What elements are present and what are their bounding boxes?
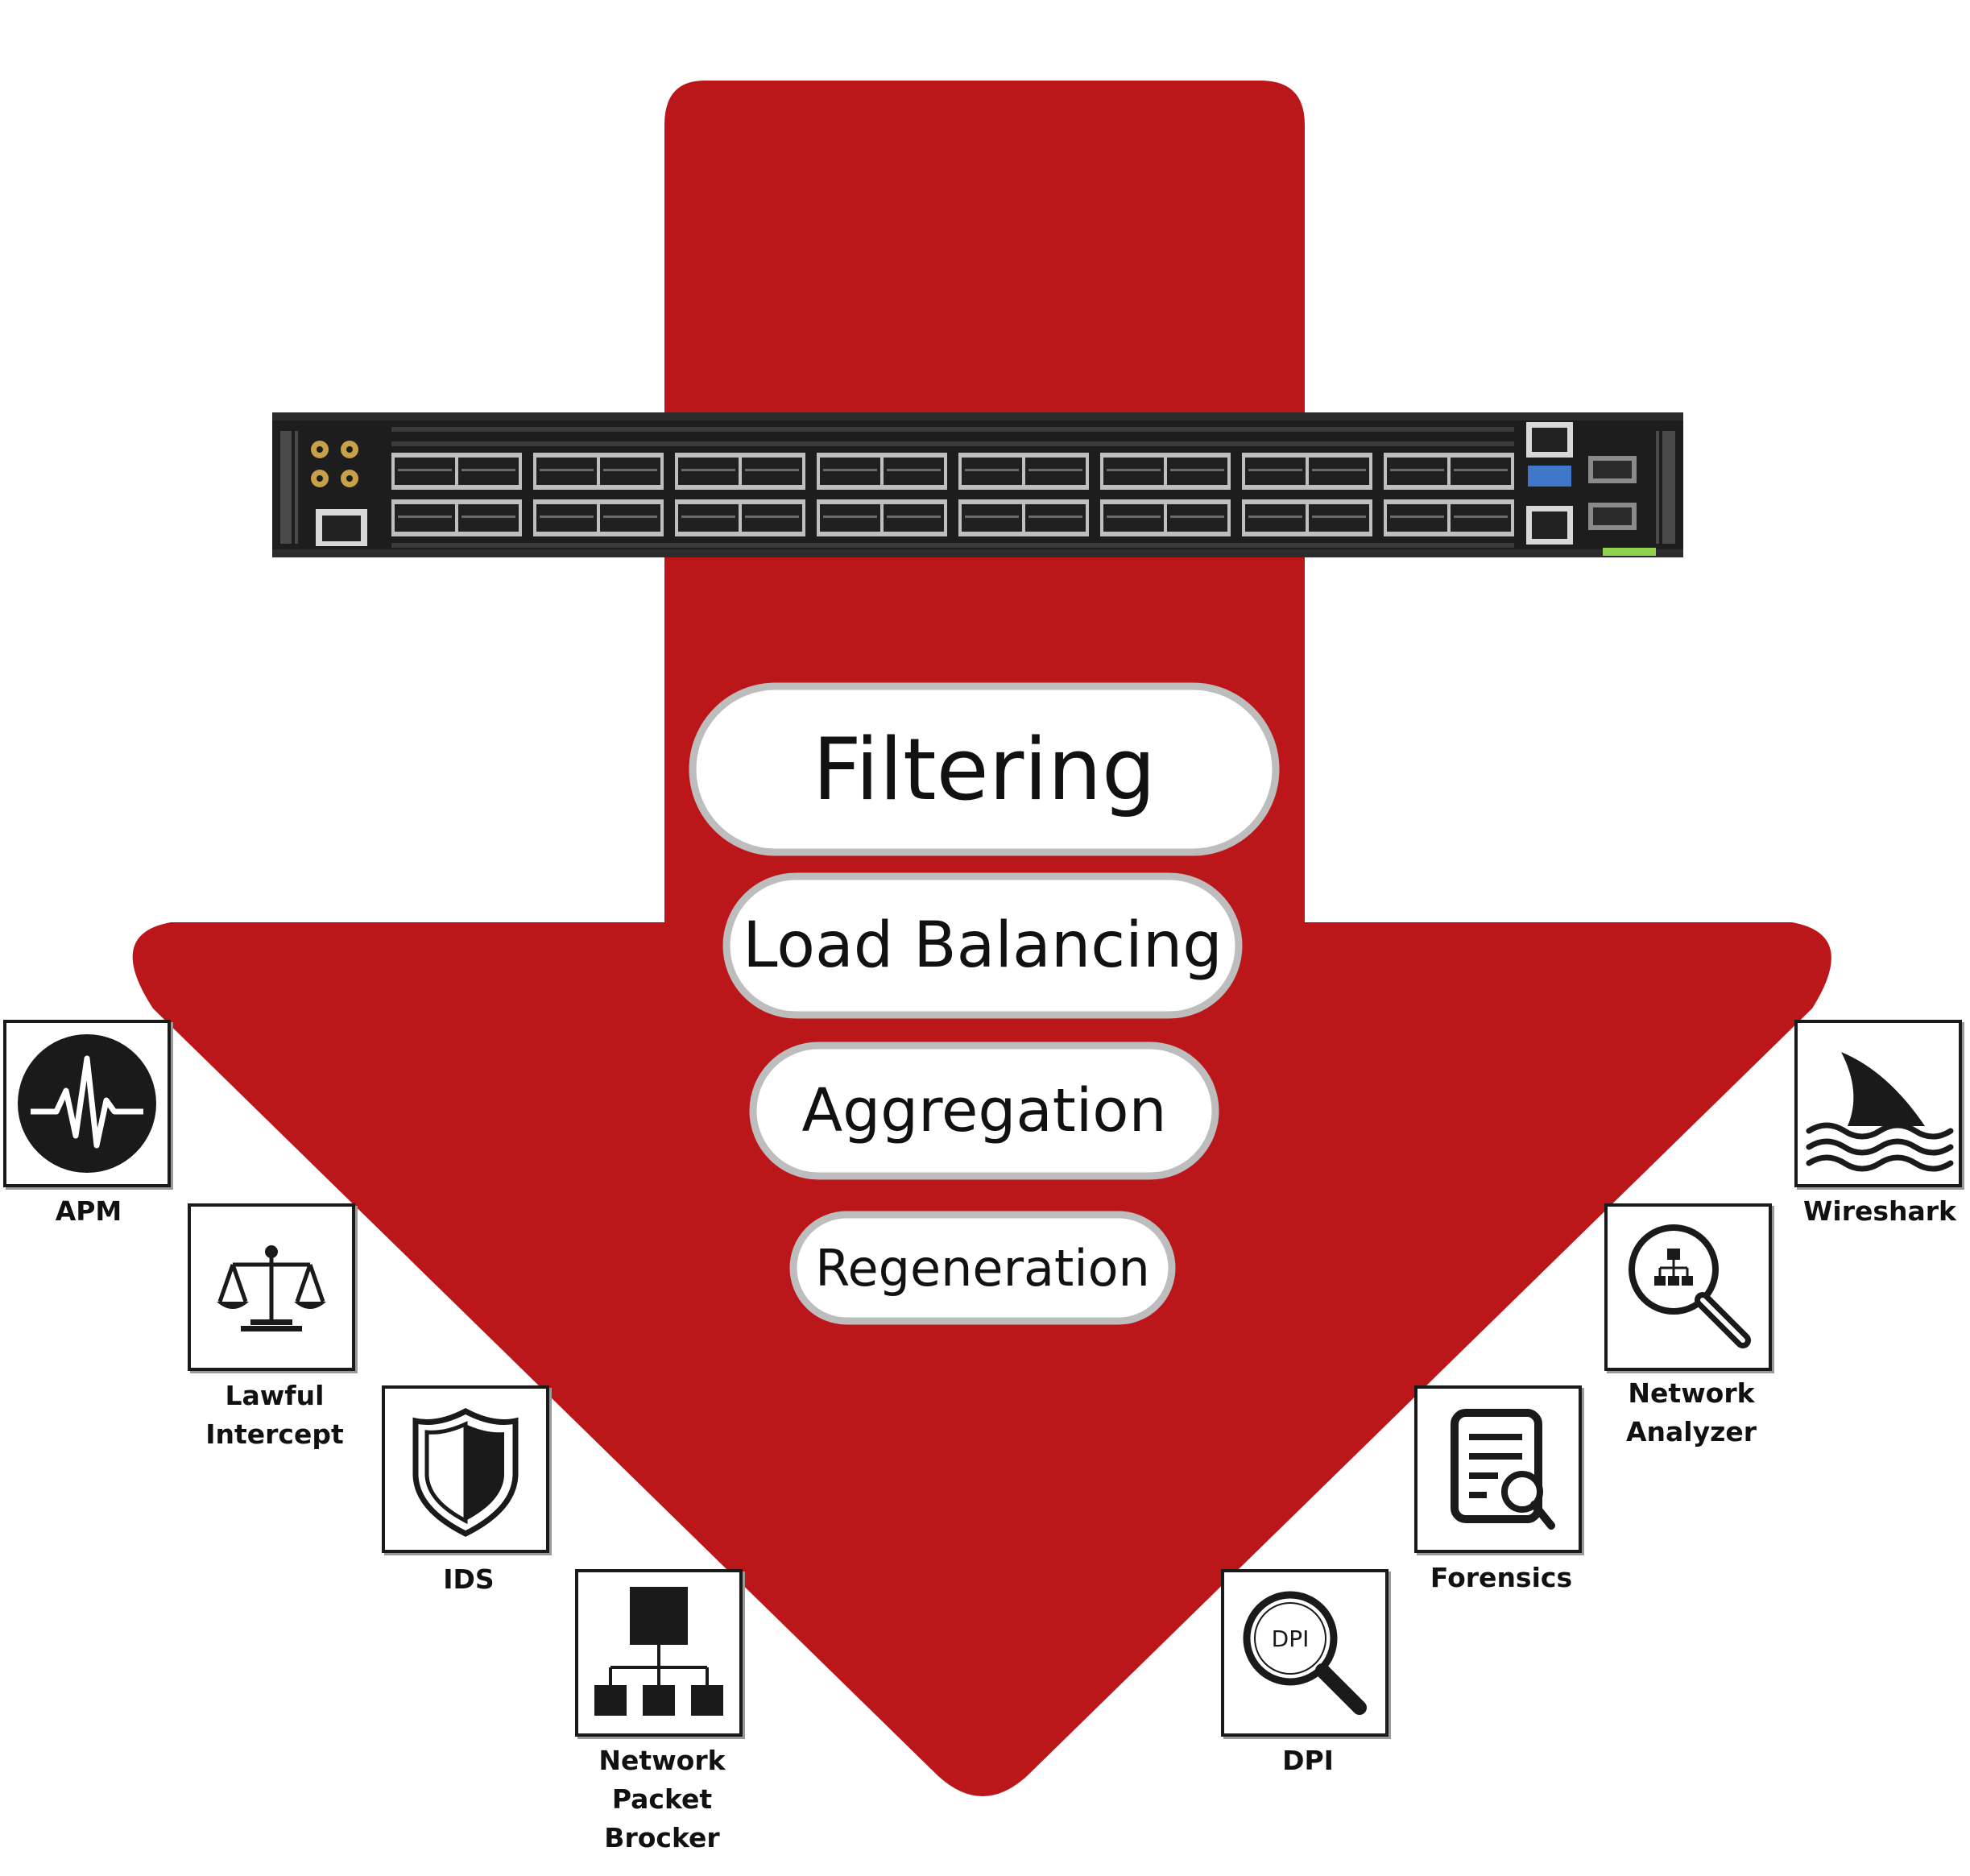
vent-grille-left (280, 431, 298, 544)
vent-strip (391, 441, 1514, 446)
console-port (1526, 506, 1573, 545)
tool-card-wireshark (1794, 1020, 1962, 1187)
pill-shape-load-balancing (722, 872, 1243, 1019)
qsfp-port-grid (391, 427, 1514, 548)
port-latch (1390, 516, 1444, 518)
port-latch (1107, 516, 1161, 518)
function-label-filtering: Filtering (812, 719, 1157, 819)
tool-label-wireshark: Wireshark (1803, 1195, 1956, 1227)
document-search-icon (1451, 1409, 1555, 1530)
port-latch (965, 516, 1019, 518)
dpi-magnifier-icon: DPI (1243, 1591, 1367, 1715)
tool-card-network-packet-brocker (575, 1569, 743, 1737)
rj45-port-right (1526, 422, 1573, 458)
dpi-icon-text: DPI (1272, 1625, 1310, 1652)
tool-card-ids (382, 1385, 549, 1553)
function-label-aggregation: Aggregation (801, 1076, 1167, 1145)
port-latch (1170, 516, 1224, 518)
port-latch (823, 469, 877, 471)
port-latch (1248, 516, 1302, 518)
port-latch (1390, 469, 1444, 471)
port-latch (1107, 469, 1161, 471)
rj45-port-left (316, 509, 367, 546)
port-latch (603, 469, 657, 471)
port-latch (965, 469, 1019, 471)
port-latch (1454, 516, 1508, 518)
port-latch (461, 516, 515, 518)
tool-label-apm: APM (55, 1195, 122, 1227)
tool-card-lawful-intercept (188, 1203, 355, 1371)
port-latch (887, 516, 941, 518)
tool-label-dpi: DPI (1282, 1745, 1334, 1776)
tool-card-apm (3, 1020, 171, 1187)
pulse-monitor-icon (18, 1034, 156, 1173)
port-latch (887, 469, 941, 471)
port-latch (1454, 469, 1508, 471)
hierarchy-icon (594, 1587, 723, 1716)
pill-shape-aggregation (749, 1042, 1219, 1180)
tool-label-network-analyzer: Network Analyzer (1626, 1377, 1757, 1447)
port-latch (1248, 469, 1302, 471)
port-latch (745, 469, 799, 471)
port-latch (745, 516, 799, 518)
port-latch (540, 469, 594, 471)
function-label-load-balancing: Load Balancing (743, 909, 1223, 982)
function-pills (689, 682, 1280, 1325)
pill-shape-filtering (689, 682, 1280, 856)
port-latch (1170, 469, 1224, 471)
status-led-strip (1603, 548, 1656, 556)
pill-shape-regeneration (789, 1211, 1176, 1325)
port-latch (1312, 516, 1366, 518)
shark-fin-icon (1806, 1052, 1954, 1172)
port-latch (1028, 516, 1082, 518)
function-label-regeneration: Regeneration (815, 1238, 1150, 1298)
scales-icon (217, 1245, 326, 1331)
port-latch (1312, 469, 1366, 471)
tool-card-forensics (1414, 1385, 1582, 1553)
tool-label-forensics: Forensics (1430, 1562, 1573, 1593)
tool-card-dpi: DPI (1221, 1569, 1389, 1737)
network-switch-icon (272, 412, 1683, 557)
port-latch (540, 516, 594, 518)
network-search-icon (1629, 1224, 1751, 1348)
tool-card-network-analyzer (1604, 1203, 1772, 1371)
port-latch (461, 469, 515, 471)
port-latch (681, 516, 735, 518)
tool-label-ids: IDS (443, 1563, 495, 1595)
vent-strip (391, 427, 1514, 432)
tool-label-lawful-intercept: Lawful Intercept (205, 1380, 344, 1450)
port-latch (398, 469, 452, 471)
tool-label-network-packet-brocker: Network Packet Brocker (598, 1745, 726, 1853)
vent-grille-right (1656, 431, 1675, 544)
port-latch (823, 516, 877, 518)
usb-port (1528, 466, 1571, 487)
port-latch (1028, 469, 1082, 471)
shield-icon (412, 1408, 519, 1537)
port-latch (681, 469, 735, 471)
port-latch (398, 516, 452, 518)
port-latch (603, 516, 657, 518)
vent-strip (391, 543, 1514, 548)
